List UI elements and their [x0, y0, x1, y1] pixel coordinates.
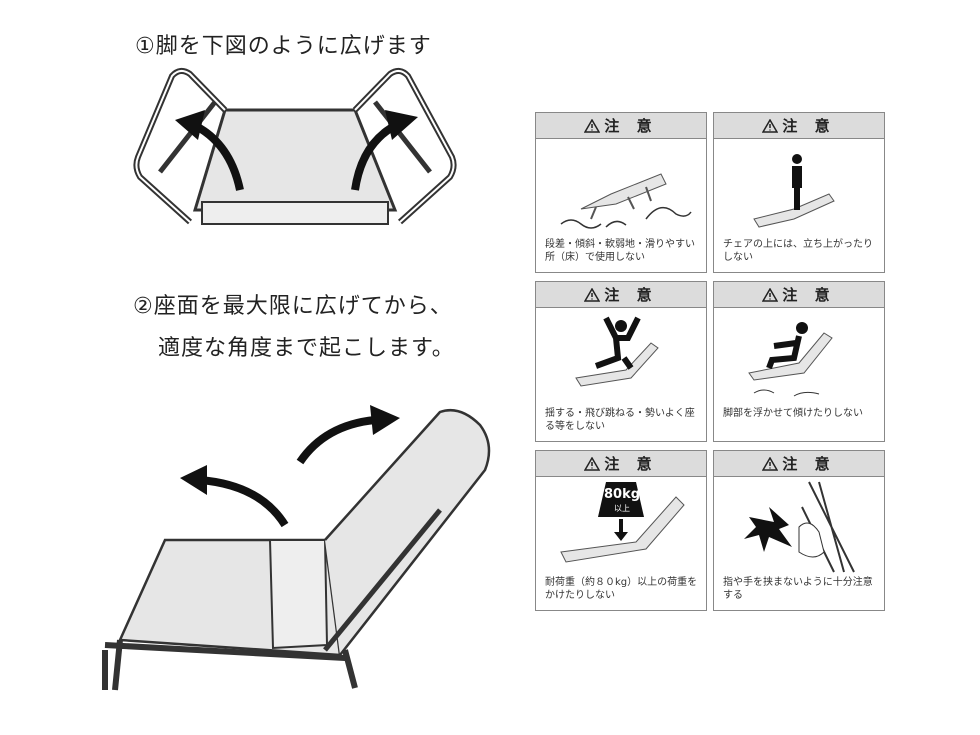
caution-panel-uneven-ground: 注 意 段差・傾斜・軟弱地・滑りやすい所（床）で使用しない [535, 112, 707, 273]
jumping-person-icon [575, 316, 659, 387]
caution-header: 注 意 [714, 113, 884, 139]
caution-header: 注 意 [536, 282, 706, 308]
weight-icon [560, 482, 685, 563]
tilting-person-icon [748, 322, 833, 397]
caution-text: 脚部を浮かせて傾けたりしない [723, 408, 863, 419]
caution-text: 耐荷重（約８０kg）以上の荷重をかけたりしない [545, 577, 698, 601]
uneven-ground-icon [560, 173, 692, 229]
caution-header: 注 意 [714, 282, 884, 308]
warning-icon [762, 456, 779, 471]
arrow-seat-up-icon [199, 476, 289, 528]
warning-icon [762, 287, 779, 302]
step-2-title-line2: 適度な角度まで起こします。 [158, 336, 455, 361]
warning-icon [584, 456, 601, 471]
chair-recline-illustration [102, 405, 491, 691]
caution-text: 指や手を挟まないように十分注意する [723, 577, 873, 601]
caution-header: 注 意 [714, 451, 884, 477]
caution-text: 揺する・飛び跳ねる・勢いよく座る等をしない [545, 408, 695, 432]
caution-panel-tilting: 注 意 脚部を浮かせて傾けたりしない [713, 281, 885, 442]
caution-text: チェアの上には、立ち上がったりしない [723, 239, 873, 263]
caution-panel-pinch: 注 意 指や手を挟まないように十分注意する [713, 450, 885, 611]
arrow-back-up-icon [296, 416, 376, 465]
warning-icon [584, 287, 601, 302]
warning-icon [584, 118, 601, 133]
caution-header: 注 意 [536, 451, 706, 477]
caution-panel-standing: 注 意 チェアの上には、立ち上がったりしない [713, 112, 885, 273]
legs-open-illustration [133, 68, 457, 225]
step-1-title: ①脚を下図のように広げます [135, 34, 432, 59]
caution-panel-weight: 注 意 80kg 以上 耐荷重（約８０kg）以上の荷重をかけたりしない [535, 450, 707, 611]
weight-sub-label: 以上 [614, 504, 630, 513]
caution-header: 注 意 [536, 113, 706, 139]
warning-icon [762, 118, 779, 133]
pinch-hand-icon [744, 481, 855, 573]
standing-person-icon [753, 154, 835, 228]
caution-text: 段差・傾斜・軟弱地・滑りやすい所（床）で使用しない [545, 239, 695, 263]
caution-panel-jumping: 注 意 揺する・飛び跳ねる・勢いよく座る等をしない [535, 281, 707, 442]
weight-label: 80kg [604, 487, 641, 502]
step-2-title-line1: ②座面を最大限に広げてから、 [133, 294, 453, 319]
